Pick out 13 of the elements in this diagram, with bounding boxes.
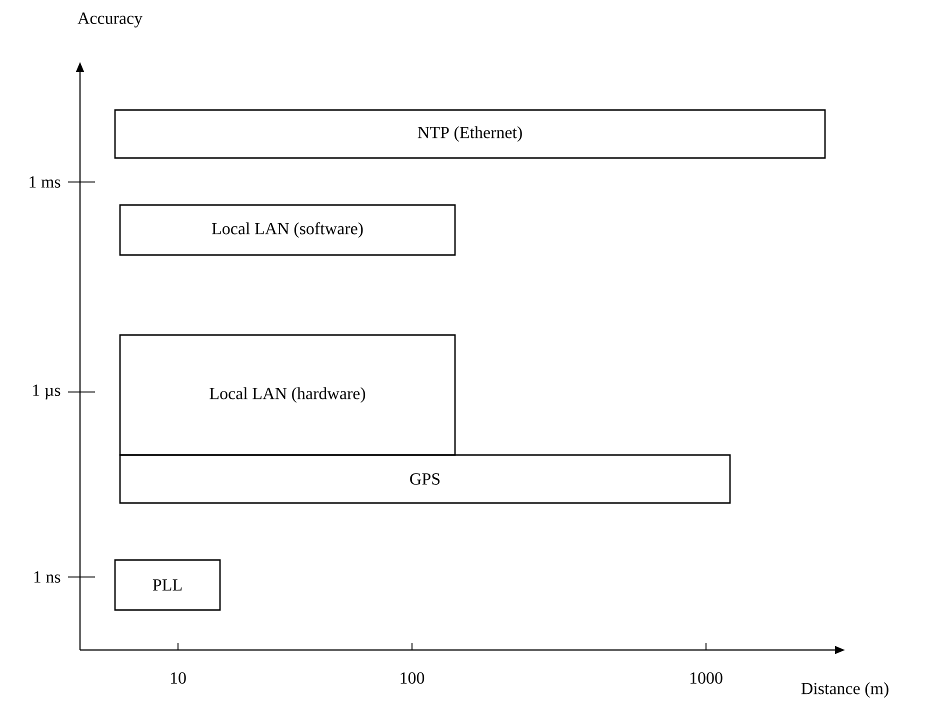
tick-label: 1 µs [33,384,60,400]
axis-title: Accuracy [78,12,143,28]
tick-label: 1 ns [34,571,60,583]
range-box: GPS [119,454,731,504]
tick-label: 10 [171,672,186,684]
tick-label: 100 [400,672,424,684]
range-box: NTP (Ethernet) [114,109,826,159]
range-box: PLL [114,559,221,611]
tick-label: 1 ms [30,176,60,188]
range-box: Local LAN (hardware) [119,334,456,456]
tick-label: 1000 [690,672,722,684]
axis-title: Distance (m) [801,682,888,698]
range-box: Local LAN (software) [119,204,456,256]
